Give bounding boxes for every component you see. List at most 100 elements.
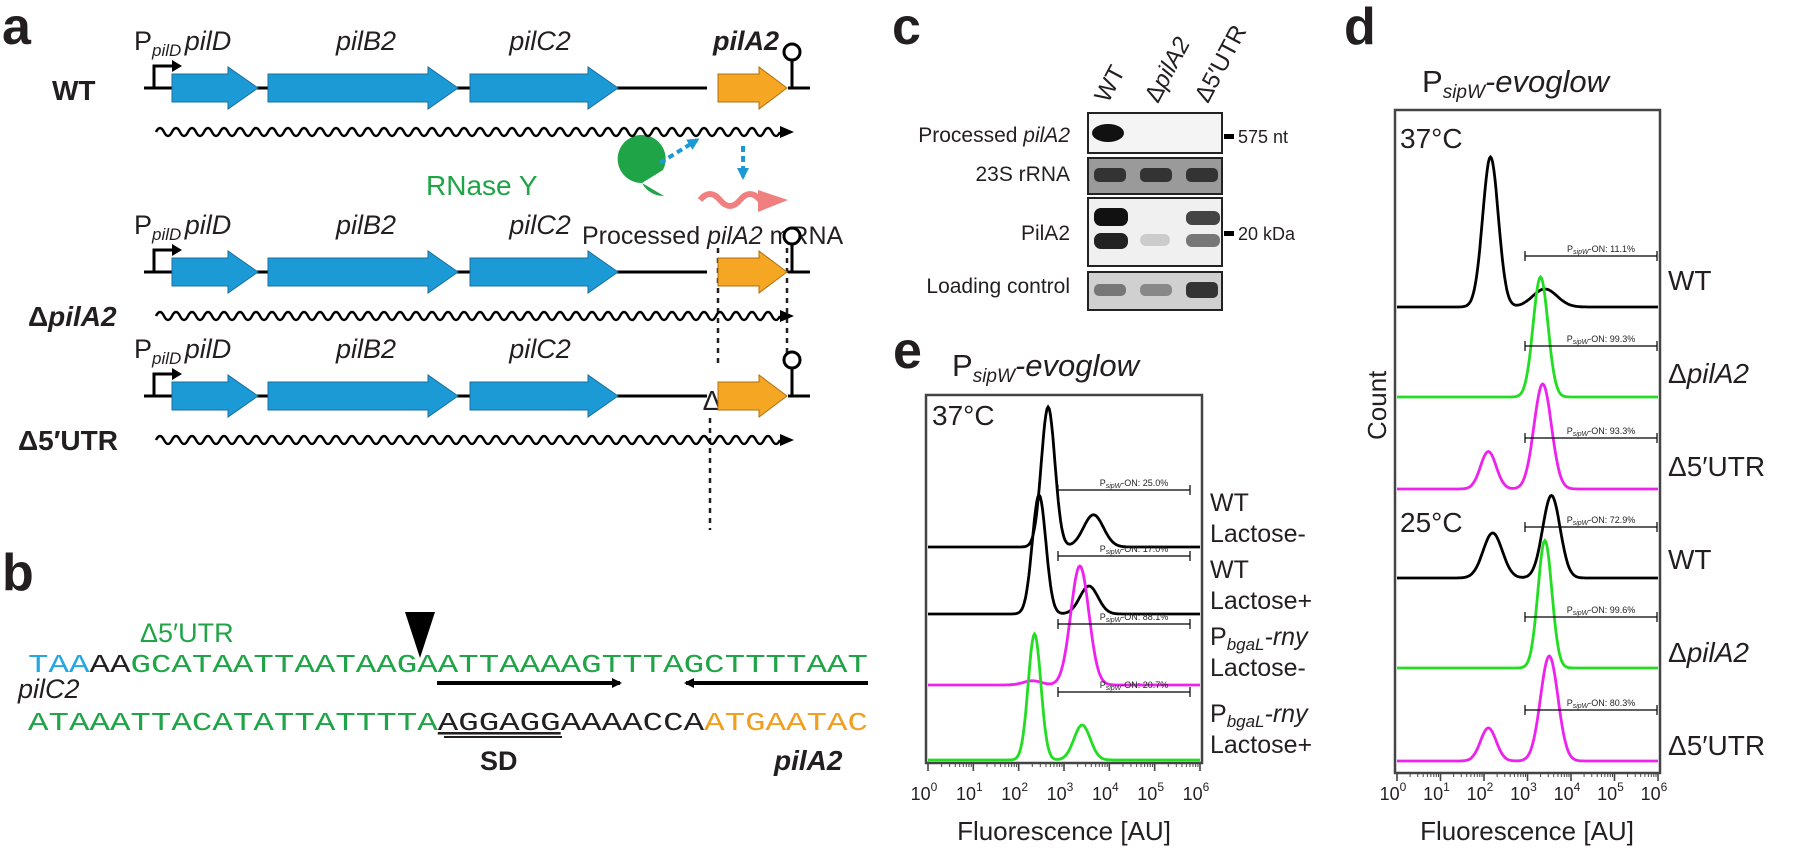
lane-label-d5utr: Δ5′UTR [1189,21,1252,107]
gate-label-4: PsipW-ON: 99.6% [1567,605,1636,617]
x-tick-label: 104 [1554,780,1581,804]
gate-label-1: PsipW-ON: 17.0% [1100,544,1169,556]
gene-arrow-pilD [171,250,259,294]
x-tick-label: 105 [1137,780,1164,804]
gene-label-pilc2: pilC2 [17,674,80,704]
gene-arrow-pilB2 [267,250,459,294]
band-pila2-upper-d5utr [1186,211,1220,225]
row-label-e-1-line2: Lactose+ [1210,587,1312,615]
gene-arrow-pilC2 [469,250,619,294]
strain-label-d5utr: Δ5′UTR [18,425,118,456]
gene-arrow-pilD [171,66,259,110]
panel-d-frame [1393,108,1662,775]
processed-mrna-label: Processed pilA2 mRNA [582,222,844,250]
row-label-e-3-line1: PbgaL-rny [1210,700,1309,731]
gene-label-pilC2: pilC2 [508,334,571,364]
gate-label-1: PsipW-ON: 99.3% [1567,334,1636,346]
panel-e-title: PsipW-evoglow [952,348,1142,387]
strain-label-wt: WT [52,75,96,106]
transcript-squiggle-icon [154,434,782,446]
row-label-e-1-line1: WT [1210,556,1249,584]
gate-label-3: PsipW-ON: 72.9% [1567,515,1636,527]
transcript-arrowhead-icon [780,126,794,138]
cleavage-arrow-icon [658,138,700,165]
row-label-loading-control: Loading control [926,275,1070,298]
gene-label-pila2: pilA2 [712,26,779,56]
x-axis-label-d: Fluorescence [AU] [1420,816,1634,846]
promoter-label: PpilD [134,26,181,60]
x-tick-label: 101 [1423,780,1450,804]
x-tick-label: 100 [1380,780,1407,804]
histogram-curve-2 [1397,382,1658,491]
band-processed-wt [1092,124,1124,142]
x-tick-label: 105 [1597,780,1624,804]
gate-label-2: PsipW-ON: 93.3% [1567,426,1636,438]
histogram-curve-2 [928,564,1200,687]
gene-label-pilD: pilD [184,334,232,364]
panel-b-letter: b [2,544,34,602]
band-pila2-upper-wt [1094,208,1128,226]
gene-arrow-pilC2 [469,66,619,110]
panel-e-frame [924,393,1204,765]
band-lc-wt [1094,284,1126,296]
strain-label-dpila2: ΔpilA2 [28,301,117,332]
marker-tick-575nt [1224,134,1234,139]
band-pila2-lower-d5utr [1186,234,1220,247]
pacman-icon [617,135,666,197]
gene-arrow-pilD [171,374,259,418]
band-lc-d5utr [1186,282,1218,298]
panel-d-row-labels: WT ΔpilA2 Δ5′UTR WT ΔpilA2 Δ5′UTR [1668,265,1765,761]
gate-label-0: PsipW-ON: 11.1% [1567,244,1635,256]
band-23s-d5utr [1186,168,1218,182]
histogram-curve-5 [1397,654,1658,763]
x-tick-label: 103 [1510,780,1537,804]
utr-label: Δ5′UTR [140,618,234,648]
x-tick-label: 102 [1467,780,1494,804]
lane-label-wt: WT [1089,61,1131,107]
promoter-arrowhead-icon [172,368,182,380]
band-23s-wt [1094,168,1126,182]
transcript-arrowhead-icon [780,310,794,322]
gene-arrow-pilB2 [267,374,459,418]
panel-e-letter: e [893,322,922,380]
gene-arrow-pila2 [717,250,788,294]
x-axis-label-e: Fluorescence [AU] [957,816,1171,846]
promoter-label: PpilD [134,210,181,244]
terminator-icon [782,226,802,246]
sd-label: SD [480,746,518,776]
panel-d-title: PsipW-evoglow [1422,64,1612,103]
histogram-curve-1 [928,492,1200,616]
band-pila2-faint-dpila2 [1140,234,1170,246]
cleavage-site-triangle-icon [405,612,435,658]
temp-label-37c: 37°C [1400,123,1463,154]
row-label-pila2: PilA2 [1021,222,1070,245]
row-label-e-2-line2: Lactose- [1210,654,1306,682]
panel-c-blots: WT ΔpilA2 Δ5′UTR Processed pilA2 23S rRN… [918,21,1296,311]
gene-label-pilC2: pilC2 [508,210,571,240]
gate-label-2: PsipW-ON: 88.1% [1100,612,1169,624]
histogram-curve-0 [928,404,1200,549]
promoter-arrow-icon [152,64,175,88]
marker-tick-20kda [1224,231,1234,236]
rnase-y-label: RNase Y [426,170,538,201]
gene-arrow-pila2 [717,66,788,110]
gene-label-pilB2: pilB2 [335,334,396,364]
x-tick-label: 101 [956,780,983,804]
histogram-curve-0 [1397,154,1658,309]
row-label-d-4: ΔpilA2 [1668,637,1749,668]
panel-a-operon-diagrams: WT ΔpilA2 Δ5′UTR RNase Y Processed pilA2… [18,26,844,530]
promoter-arrowhead-icon [172,60,182,72]
band-pila2-lower-wt [1094,233,1128,249]
terminator-icon [782,350,802,370]
gene-label-pilC2: pilC2 [508,26,571,56]
row-label-e-0-line2: Lactose- [1210,520,1306,548]
transcript-squiggle-icon [154,310,782,322]
gene-arrow-pilB2 [267,66,459,110]
panel-d-letter: d [1344,0,1376,56]
panel-a-letter: a [2,0,32,56]
gene-arrow-pilC2 [469,374,619,418]
panel-e-flow-histograms: PsipW-evoglow 37°C Fluorescence [AU] WT … [911,348,1313,846]
gene-label-pila2: pilA2 [773,745,843,776]
row-label-d-1: ΔpilA2 [1668,358,1749,389]
